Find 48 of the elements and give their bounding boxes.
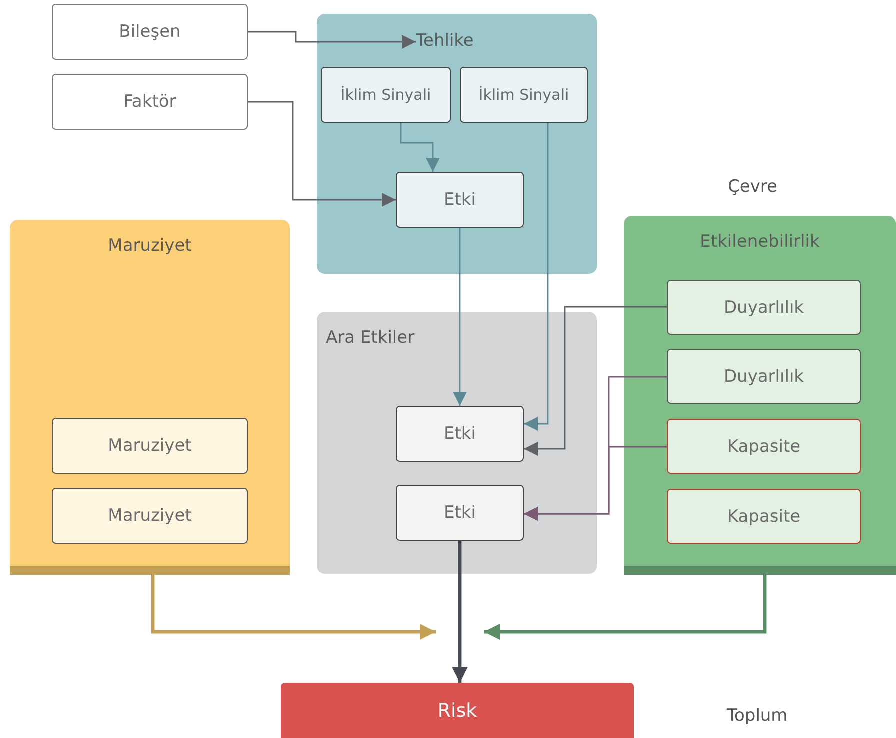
box-label: Kapasite <box>727 436 801 456</box>
arrow <box>524 446 667 521</box>
process-box <box>396 485 524 541</box>
box-label: Maruziyet <box>108 436 192 456</box>
panel-title: Maruziyet <box>107 236 193 256</box>
group-heading: Tehlike <box>416 31 488 53</box>
panel-title: Ara Etkiler <box>326 328 415 348</box>
box-label: İklim Sinyali <box>478 86 570 104</box>
process-box <box>52 488 248 544</box>
arrow <box>248 31 416 49</box>
box-label: Etki <box>444 190 476 210</box>
process-box <box>667 349 861 404</box>
group-panel <box>10 220 290 575</box>
box-label: Bileşen <box>119 22 181 42</box>
arrow <box>524 306 667 456</box>
side-label: Çevre <box>728 177 778 197</box>
side-label: Toplum <box>727 706 788 726</box>
arrow <box>524 123 549 431</box>
box-label: Etki <box>444 424 476 444</box>
arrow <box>248 101 396 207</box>
box-label: Risk <box>438 700 478 722</box>
process-box <box>52 418 248 474</box>
group-panel <box>624 216 896 575</box>
arrow <box>151 575 436 640</box>
process-box <box>667 489 861 544</box>
arrow <box>484 575 767 640</box>
group-panel <box>317 14 597 274</box>
process-box <box>396 172 524 228</box>
box-label: Faktör <box>124 92 176 112</box>
process-box <box>396 406 524 462</box>
process-box <box>460 67 588 123</box>
box-label: Duyarlılık <box>724 366 804 386</box>
box-label: Kapasite <box>727 506 801 526</box>
box-label: Etki <box>444 503 476 523</box>
arrow <box>400 123 440 172</box>
process-box <box>52 74 248 130</box>
process-box <box>667 280 861 335</box>
risk-box <box>281 683 634 738</box>
box-label: Duyarlılık <box>724 298 804 318</box>
arrow <box>452 541 468 683</box>
process-box <box>52 4 248 60</box>
box-label: İklim Sinyali <box>340 86 432 104</box>
box-label: Maruziyet <box>108 506 192 526</box>
process-box <box>667 419 861 474</box>
arrow <box>453 228 467 406</box>
group-panel <box>317 312 597 574</box>
panel-title: Etkilenebilirlik <box>699 232 821 252</box>
process-box <box>321 67 451 123</box>
